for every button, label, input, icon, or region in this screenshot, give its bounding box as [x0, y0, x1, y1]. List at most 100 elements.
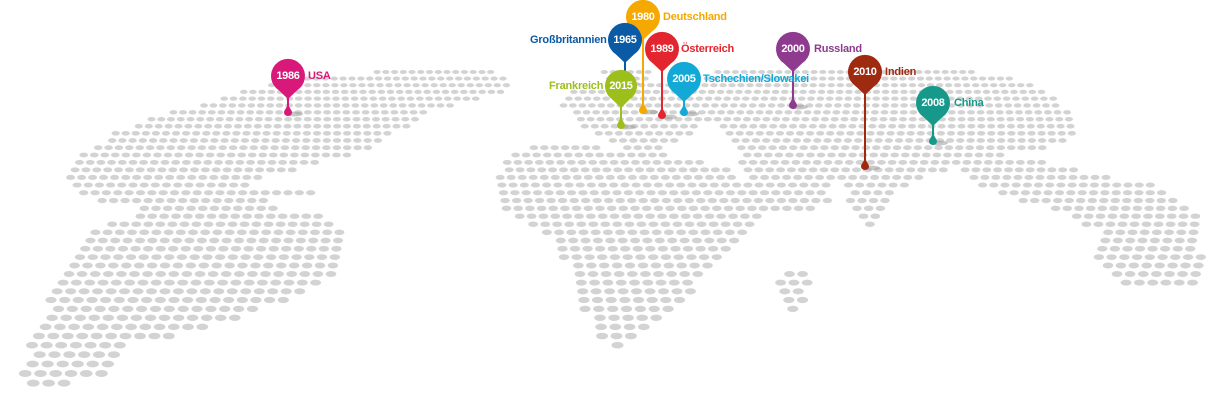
- map-dot: [775, 279, 787, 286]
- map-dot: [132, 152, 141, 158]
- map-dot: [79, 152, 89, 158]
- map-dot: [141, 130, 151, 136]
- map-dot: [775, 130, 785, 136]
- map-dot: [493, 83, 502, 88]
- map-dot: [166, 197, 176, 204]
- map-dot: [83, 182, 93, 188]
- map-dot: [588, 103, 596, 108]
- map-dot: [198, 174, 208, 180]
- map-dot: [1168, 197, 1178, 204]
- map-dot: [852, 205, 862, 211]
- map-dot: [844, 159, 854, 165]
- map-dot: [997, 123, 1006, 129]
- map-dot: [870, 110, 879, 115]
- map-dot: [184, 123, 193, 129]
- map-dot: [748, 76, 756, 81]
- map-dot: [147, 116, 156, 122]
- map-dot: [497, 182, 507, 188]
- map-dot: [293, 123, 302, 129]
- map-dot: [737, 145, 746, 151]
- map-dot: [580, 167, 590, 173]
- map-dot: [60, 314, 72, 321]
- map-dot: [124, 190, 134, 196]
- map-dot: [891, 89, 899, 95]
- map-dot: [564, 221, 575, 227]
- map-dot: [198, 205, 208, 211]
- map-dot: [1153, 221, 1164, 227]
- map-dot: [102, 271, 114, 277]
- map-dot: [870, 174, 880, 180]
- map-dot: [294, 96, 303, 101]
- map-dot: [1159, 245, 1171, 252]
- map-dot: [108, 138, 117, 143]
- map-dot: [316, 254, 328, 260]
- map-dot: [559, 103, 568, 108]
- map-dot: [423, 89, 431, 95]
- map-dot: [267, 89, 276, 95]
- map-dot: [798, 123, 807, 129]
- map-dot: [739, 76, 747, 81]
- map-dot: [196, 323, 209, 331]
- map-dot: [1027, 145, 1037, 151]
- map-dot: [187, 229, 199, 236]
- map-dot: [989, 182, 999, 188]
- map-dot: [348, 76, 356, 81]
- map-dot: [177, 305, 189, 313]
- map-dot: [811, 116, 820, 122]
- map-dot: [1017, 130, 1026, 136]
- map-dot: [801, 116, 810, 122]
- map-dot: [182, 213, 193, 219]
- map-dot: [776, 197, 787, 204]
- map-dot: [1038, 145, 1047, 151]
- map-dot: [352, 123, 361, 129]
- map-dot: [508, 182, 518, 188]
- map-dot: [88, 174, 98, 180]
- map-dot: [200, 103, 208, 108]
- map-dot: [1016, 159, 1025, 165]
- map-dot: [106, 182, 116, 188]
- map-dot: [200, 138, 209, 143]
- map-dot: [584, 254, 595, 260]
- map-dot: [428, 76, 436, 81]
- map-dot: [294, 190, 304, 196]
- map-dot: [669, 110, 678, 115]
- pin-head: [848, 54, 882, 95]
- map-dot: [441, 89, 450, 95]
- map-dot: [617, 288, 629, 295]
- map-dot: [139, 323, 152, 331]
- map-dot: [496, 89, 505, 95]
- map-dot: [320, 237, 331, 244]
- map-dot: [99, 296, 112, 304]
- map-dot: [726, 89, 734, 95]
- pin-shape-usa: [271, 58, 306, 117]
- map-dot: [741, 138, 750, 143]
- map-dot: [1058, 167, 1068, 173]
- map-dot: [713, 116, 722, 122]
- map-dot: [566, 229, 577, 236]
- map-dot: [208, 145, 217, 151]
- map-dot: [323, 123, 332, 129]
- map-dot: [755, 110, 764, 115]
- map-dot: [257, 96, 266, 101]
- map-dot: [134, 237, 146, 244]
- map-dot: [848, 152, 857, 158]
- map-dot: [229, 182, 239, 188]
- map-dot: [837, 174, 847, 180]
- map-dot: [1111, 271, 1123, 277]
- map-dot: [82, 262, 93, 269]
- map-dot: [243, 245, 254, 252]
- map-dot: [653, 271, 664, 277]
- map-dot: [250, 262, 261, 269]
- map-dot: [967, 123, 976, 129]
- map-dot: [826, 174, 836, 180]
- map-dot: [275, 110, 284, 115]
- map-dot: [400, 110, 408, 115]
- map-dot: [917, 167, 927, 173]
- map-dot: [151, 130, 161, 136]
- map-dot: [959, 69, 967, 75]
- map-dot: [795, 152, 805, 158]
- map-dot: [957, 103, 965, 108]
- map-dot: [143, 174, 153, 180]
- map-dot: [747, 205, 757, 211]
- map-dot: [703, 76, 711, 81]
